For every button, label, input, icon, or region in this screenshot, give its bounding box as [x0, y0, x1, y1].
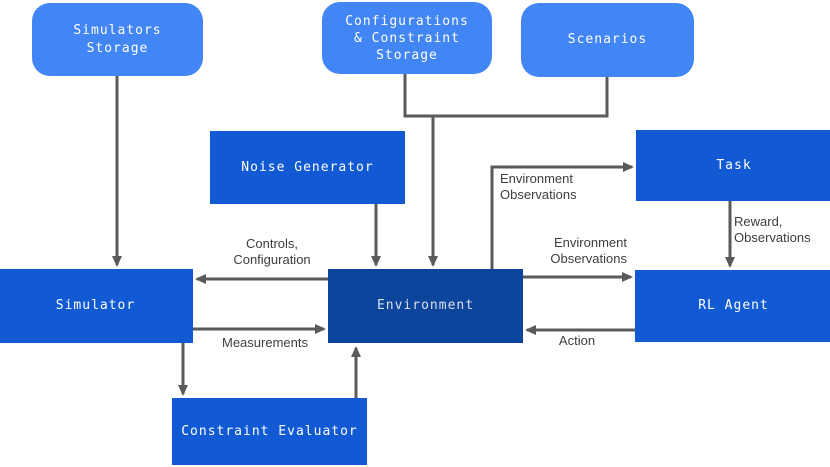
node-environment: Environment [328, 269, 523, 343]
node-task-label: Task [716, 157, 752, 173]
node-constraint-evaluator-label: Constraint Evaluator [181, 423, 358, 439]
edge-label-controls-configuration: Controls, Configuration [233, 236, 311, 267]
node-simulators-storage: Simulators Storage [32, 3, 203, 76]
edge-label-environment-observations-agent: Environment Observations [550, 235, 627, 266]
edge-label-measurements: Measurements [222, 335, 308, 350]
node-configurations-constraint-storage: Configurations & Constraint Storage [322, 2, 492, 74]
node-task: Task [636, 130, 830, 201]
node-noise-generator: Noise Generator [210, 131, 405, 204]
node-simulators-storage-label: Simulators Storage [73, 22, 162, 56]
edge-label-reward-observations: Reward, Observations [734, 214, 811, 245]
edge-label-action: Action [558, 333, 596, 348]
node-noise-generator-label: Noise Generator [241, 159, 374, 175]
node-rl-agent-label: RL Agent [698, 298, 769, 313]
node-environment-label: Environment [376, 298, 475, 313]
node-scenarios-label: Scenarios [567, 32, 648, 47]
node-simulator-label: Simulator [55, 298, 136, 313]
node-scenarios: Scenarios [521, 3, 694, 77]
node-simulator: Simulator [0, 269, 193, 343]
node-constraint-evaluator: Constraint Evaluator [172, 398, 367, 465]
node-configurations-constraint-storage-label: Configurations & Constraint Storage [345, 13, 469, 63]
edge-label-environment-observations-task: Environment Observations [500, 171, 577, 202]
edge-storage-scenarios-junction [403, 73, 609, 118]
node-rl-agent: RL Agent [635, 270, 830, 342]
